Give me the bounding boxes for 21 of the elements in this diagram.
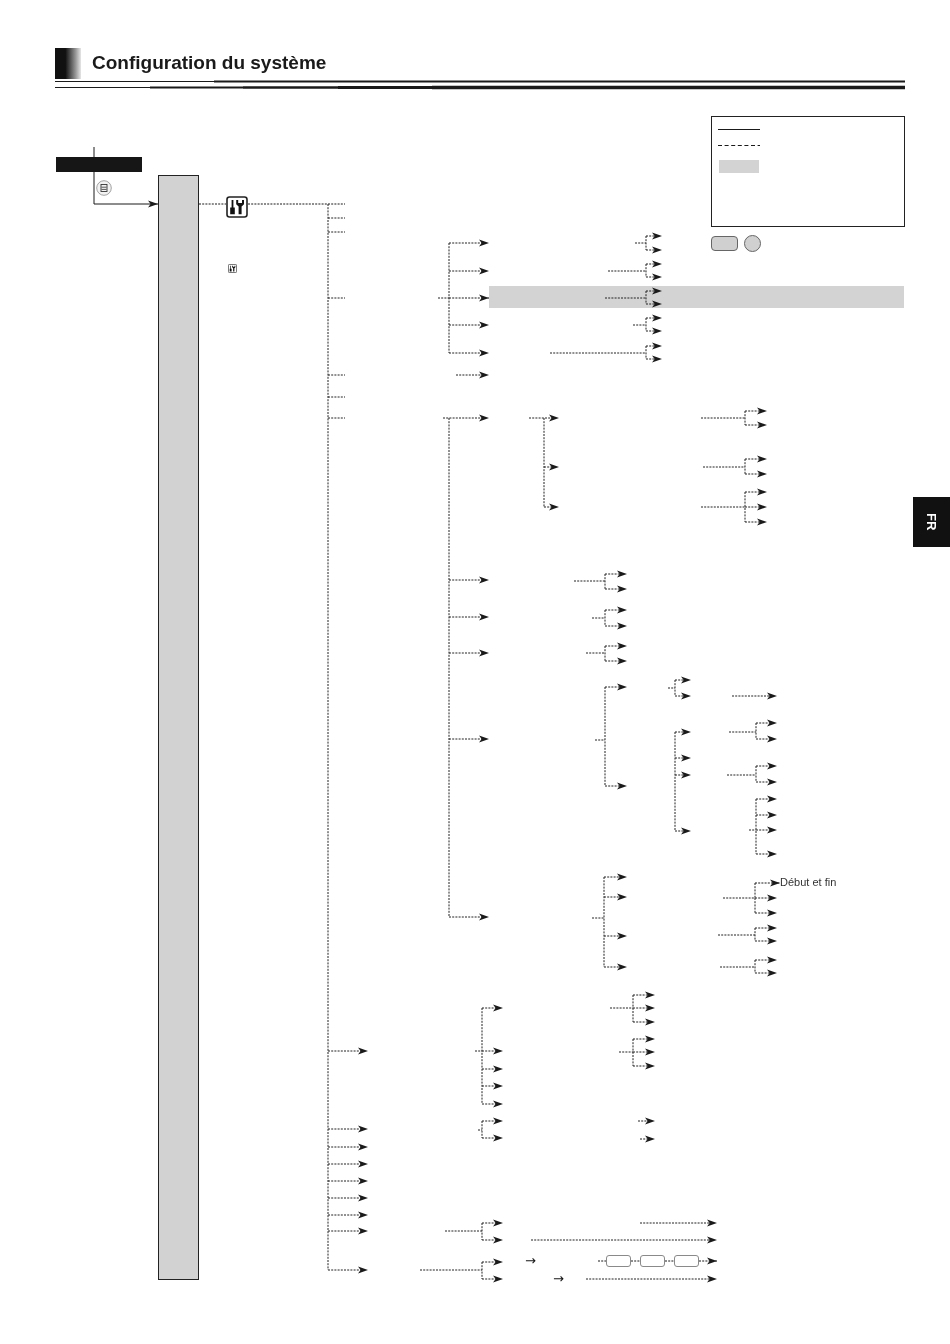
connector-line — [93, 146, 95, 158]
tools-icon — [226, 196, 248, 218]
label-bar — [56, 157, 142, 172]
highlight-band — [489, 286, 904, 308]
step-box — [606, 1255, 631, 1267]
page-title: Configuration du système — [92, 51, 327, 74]
step-box — [640, 1255, 665, 1267]
dotted-connector — [597, 1260, 607, 1262]
dotted-connector — [630, 1260, 641, 1262]
language-tab: FR — [913, 497, 950, 547]
dotted-connector — [448, 294, 490, 302]
dotted-connector — [198, 203, 227, 205]
arrow-glyph: → — [525, 1252, 536, 1269]
connector-line — [93, 171, 159, 208]
step-box — [674, 1255, 699, 1267]
menu-column — [158, 175, 199, 1280]
dotted-connector — [754, 879, 781, 887]
item-label: Début et fin — [780, 876, 837, 889]
dotted-connector — [664, 1260, 675, 1262]
arrow-glyph: → — [553, 1270, 564, 1287]
dotted-connector — [698, 1257, 718, 1265]
